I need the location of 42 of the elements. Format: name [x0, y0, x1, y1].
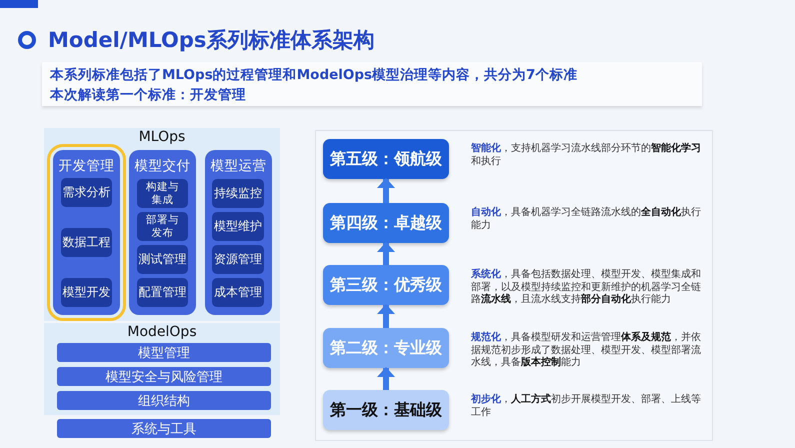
level-description: 初步化，人工方式初步开展模型开发、部署、上线等工作 — [471, 394, 702, 419]
item-box: 模型开发 — [61, 278, 112, 307]
arrow — [377, 304, 395, 328]
item-box: 测试管理 — [137, 245, 188, 274]
column-box — [53, 150, 120, 315]
column-box — [129, 150, 196, 315]
bar-box: 组织结构 — [57, 391, 271, 410]
level-description: 自动化，具备机器学习全链路流水线的全自动化执行能力 — [471, 207, 702, 232]
arrow — [377, 367, 395, 390]
item-box: 持续监控 — [212, 179, 264, 208]
level-box: 第四级：卓越级 — [323, 203, 449, 243]
bar-box: 模型管理 — [57, 343, 271, 362]
item-box: 模型维护 — [212, 212, 264, 241]
arrow — [377, 178, 395, 203]
item-box: 需求分析 — [61, 178, 112, 207]
level-description: 系统化，具备包括数据处理、模型开发、模型集成和部署，以及模型持续监控和更新维护的机器学习全链路流水线，且流水线支持部分自动化执行能力 — [471, 269, 702, 306]
column-box — [205, 150, 272, 315]
item-box: 部署与发布 — [137, 212, 188, 241]
band-title: ModelOps — [126, 324, 198, 340]
column-title: 开发管理 — [58, 157, 116, 175]
item-box: 配置管理 — [137, 278, 188, 307]
column-title: 模型交付 — [134, 157, 192, 175]
item-box: 资源管理 — [212, 245, 264, 274]
band-title: MLOps — [138, 129, 186, 145]
level-box: 第三级：优秀级 — [323, 265, 449, 305]
level-description: 智能化，支持机器学习流水线部分环节的智能化学习和执行 — [471, 143, 702, 168]
item-box: 数据工程 — [61, 228, 112, 257]
item-box: 成本管理 — [212, 278, 264, 307]
level-box: 第一级：基础级 — [323, 390, 449, 430]
section-band — [44, 323, 280, 415]
level-box: 第二级：专业级 — [323, 328, 449, 368]
bar-box: 系统与工具 — [57, 419, 271, 438]
bar-box: 模型安全与风险管理 — [57, 367, 271, 386]
section-band — [44, 128, 280, 321]
level-description: 规范化，具备模型研发和运营管理体系及规范，并依据规范初步形成了数据处理、模型开发、模型部署流水线，具备版本控制能力 — [471, 332, 702, 370]
column-title: 模型运营 — [210, 157, 268, 175]
subtitle-text: 本系列标准包括了MLOps的过程管理和ModelOps模型治理等内容，共分为7个标准 — [50, 66, 578, 84]
page-title: Model/MLOps系列标准体系架构 — [48, 27, 374, 54]
level-box: 第五级：领航级 — [323, 139, 449, 179]
arrow — [377, 242, 395, 265]
item-box: 构建与集成 — [137, 179, 188, 208]
subtitle-text: 本次解读第一个标准：开发管理 — [50, 86, 246, 104]
